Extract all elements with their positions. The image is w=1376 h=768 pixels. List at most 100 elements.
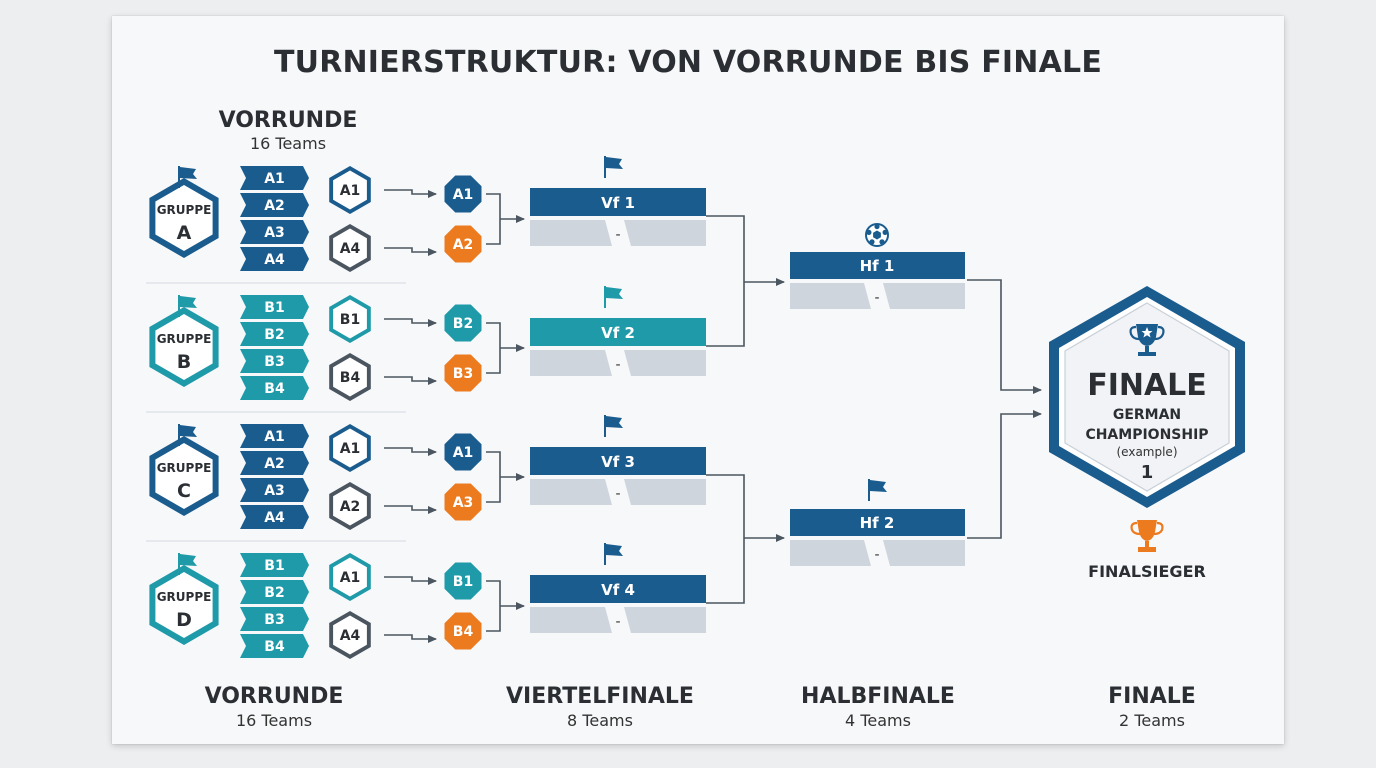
quarterfinal-slot-right — [624, 479, 706, 505]
team-chip-label: B4 — [264, 381, 285, 397]
team-chip-label: B3 — [264, 612, 284, 628]
quarterfinal-slot-left — [530, 220, 612, 246]
qualified-node — [444, 304, 482, 342]
team-chip — [240, 505, 309, 529]
soccer-ball-icon — [865, 223, 889, 247]
quarterfinal-slot-right — [624, 220, 706, 246]
quarterfinal-score: - — [615, 486, 620, 502]
flag-cloth — [870, 480, 887, 492]
team-chip — [240, 220, 309, 244]
group-letter: A — [177, 222, 192, 244]
qualified-node — [444, 612, 482, 650]
team-chip-label: A2 — [264, 198, 285, 214]
flag-icon — [868, 479, 887, 501]
final-trophy-icon — [1129, 324, 1165, 356]
group-letter: D — [176, 609, 192, 631]
seed-hexagon-inner — [333, 557, 367, 597]
qualified-node — [444, 483, 482, 521]
connector-qf-hf2 — [706, 474, 745, 604]
qualified-node — [444, 562, 482, 600]
team-chip — [240, 553, 309, 577]
ball-patch — [879, 239, 885, 245]
final-hexagon-inner — [1064, 302, 1230, 492]
ball-patch — [869, 239, 875, 245]
team-chip-label: A1 — [264, 429, 285, 445]
diagram-sheet: TURNIERSTRUKTUR: VON VORRUNDE BIS FINALE… — [112, 16, 1284, 744]
bottom-stage-vorrunde-sub: 16 Teams — [236, 711, 312, 730]
seed-hexagon-inner — [333, 299, 367, 339]
qualified-node — [444, 354, 482, 392]
connector-seed — [384, 576, 437, 585]
flag-cloth — [606, 287, 623, 299]
bottom-stage-halbfinale-sub: 4 Teams — [845, 711, 911, 730]
top-stage-label: VORRUNDE — [219, 108, 358, 133]
connector-seed — [384, 505, 437, 514]
final-line2: CHAMPIONSHIP — [1085, 427, 1208, 443]
final-block: FINALE GERMAN CHAMPIONSHIP (example) 1 F… — [1049, 286, 1245, 581]
quarterfinal-score: - — [615, 357, 620, 373]
connector-seed — [384, 247, 437, 256]
qualified-node-label: B1 — [453, 574, 473, 590]
quarterfinal-3: Vf 3 - — [530, 415, 706, 505]
page-title: TURNIERSTRUKTUR: VON VORRUNDE BIS FINALE — [274, 45, 1102, 80]
semifinal-score: - — [874, 547, 879, 563]
team-chip — [240, 634, 309, 658]
team-chip — [240, 322, 309, 346]
quarterfinal-label: Vf 3 — [601, 453, 635, 471]
team-chip-label: A4 — [264, 252, 285, 268]
tournament-bracket-diagram: TURNIERSTRUKTUR: VON VORRUNDE BIS FINALE… — [146, 45, 1245, 730]
flag-icon — [604, 286, 623, 308]
semifinal-header — [790, 252, 965, 279]
semifinal-1: Hf 1- — [790, 223, 965, 309]
connector-seed — [384, 189, 437, 198]
quarterfinal-slot-left — [530, 350, 612, 376]
quarterfinal-header — [530, 188, 706, 216]
ball-patch — [874, 223, 880, 230]
seed-label: A2 — [340, 499, 361, 515]
qualified-node-label: A2 — [453, 237, 474, 253]
connector-hf1-final — [967, 279, 1042, 394]
flag-icon — [178, 553, 197, 575]
ball-patch — [882, 229, 888, 235]
team-chip-label: A3 — [264, 483, 285, 499]
flag-icon — [604, 543, 623, 565]
group-hexagon-inner — [155, 185, 213, 251]
quarterfinal-header — [530, 575, 706, 603]
qualified-node-label: A3 — [453, 495, 474, 511]
bottom-stage-viertelfinale-sub: 8 Teams — [567, 711, 633, 730]
group-label: GRUPPE — [157, 590, 212, 604]
team-chip-label: B1 — [264, 300, 284, 316]
quarterfinal-header — [530, 447, 706, 475]
team-chip-label: B4 — [264, 639, 285, 655]
quarterfinal-2: Vf 2- — [530, 286, 706, 376]
group-hexagon-inner — [155, 572, 213, 638]
connector-qf-hf1 — [706, 215, 745, 347]
team-chip — [240, 193, 309, 217]
quarterfinal-header — [530, 318, 706, 346]
team-chip-label: B2 — [264, 327, 284, 343]
final-label: FINALE — [1087, 368, 1207, 403]
team-chip — [240, 580, 309, 604]
group-letter: C — [177, 480, 191, 502]
ball-patch — [866, 229, 872, 235]
team-chip — [240, 349, 309, 373]
quarterfinal-slot-right — [624, 350, 706, 376]
quarterfinal-4: Vf 4- — [530, 543, 706, 633]
final-line1: GERMAN — [1113, 407, 1181, 423]
semifinal-slot-left — [790, 283, 871, 309]
team-chip — [240, 376, 309, 400]
quarterfinal-1: Vf 1- — [530, 156, 706, 246]
connector-seed — [384, 447, 437, 456]
seed-hexagon-inner — [333, 170, 367, 210]
quarterfinal-label: Vf 1 — [601, 194, 635, 212]
flag-cloth — [180, 554, 197, 566]
bottom-stage-viertelfinale: VIERTELFINALE — [506, 684, 694, 709]
semifinal-slot-right — [883, 283, 965, 309]
team-chip-label: B3 — [264, 354, 284, 370]
seed-label: A1 — [340, 183, 361, 199]
flag-cloth — [180, 296, 197, 308]
seed-label: A1 — [340, 570, 361, 586]
semifinal-header — [790, 509, 965, 536]
